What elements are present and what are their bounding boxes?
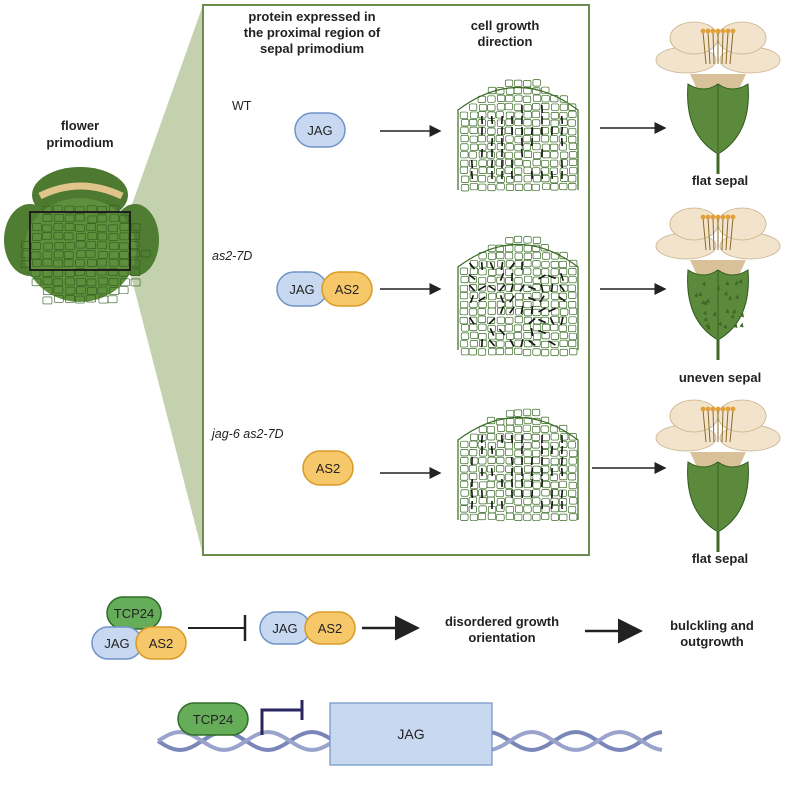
outcome-row3: flat sepal (692, 551, 748, 566)
protein-header-1: protein expressed in (248, 9, 375, 24)
genotype-wt: WT (232, 99, 252, 113)
genotype-as2-7d: as2-7D (212, 249, 252, 263)
growth-header-2: direction (478, 34, 533, 49)
protein-header-3: sepal primodium (260, 41, 364, 56)
jag-protein: JAG (92, 627, 142, 659)
model-step2-2: outgrowth (680, 634, 744, 649)
protein-header-2: the proximal region of (244, 25, 381, 40)
outcome-row2: uneven sepal (679, 370, 761, 385)
svg-text:AS2: AS2 (149, 636, 174, 651)
flower-icon (656, 400, 780, 552)
tcp24-protein: TCP24 (107, 597, 161, 629)
primordium-label-1: flower (61, 118, 99, 133)
flower-icon (656, 208, 780, 360)
svg-text:AS2: AS2 (318, 621, 343, 636)
model-step1-2: orientation (468, 630, 535, 645)
as2-protein: AS2 (303, 451, 353, 485)
jag-protein: JAG (260, 612, 310, 644)
tcp24-protein: TCP24 (178, 703, 248, 735)
primordium-label-2: primodium (46, 135, 113, 150)
svg-text:JAG: JAG (272, 621, 297, 636)
svg-text:TCP24: TCP24 (114, 606, 154, 621)
svg-text:JAG: JAG (307, 123, 332, 138)
as2-protein: AS2 (305, 612, 355, 644)
inhibition-arrow-icon (188, 615, 245, 641)
promoter-arrow-icon (262, 700, 302, 735)
svg-text:AS2: AS2 (316, 461, 341, 476)
model-step1-1: disordered growth (445, 614, 559, 629)
as2-protein: AS2 (136, 627, 186, 659)
svg-text:AS2: AS2 (335, 282, 360, 297)
svg-text:JAG: JAG (104, 636, 129, 651)
genotype-jag6-as2-7d: jag-6 as2-7D (210, 427, 284, 441)
jag-protein: JAG (295, 113, 345, 147)
zoom-wedge (130, 5, 203, 555)
as2-protein: AS2 (322, 272, 372, 306)
flower-icon (656, 22, 780, 174)
jag-gene-box: JAG (330, 703, 492, 765)
svg-text:TCP24: TCP24 (193, 712, 233, 727)
model-step2-1: bulckling and (670, 618, 754, 633)
growth-header-1: cell growth (471, 18, 540, 33)
outcome-row1: flat sepal (692, 173, 748, 188)
svg-text:JAG: JAG (289, 282, 314, 297)
svg-text:JAG: JAG (397, 726, 424, 742)
jag-protein: JAG (277, 272, 327, 306)
